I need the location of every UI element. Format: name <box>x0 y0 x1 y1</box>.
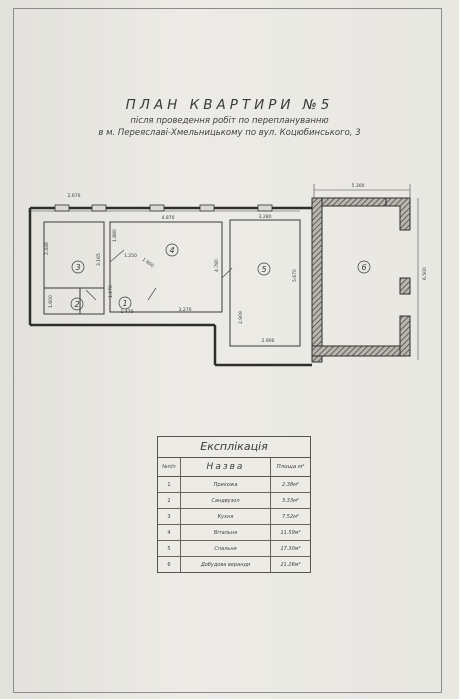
room-number-5: 5 <box>261 265 266 274</box>
window-2 <box>91 204 107 212</box>
dimension-labels: 5.300 2.670 4.870 3.280 2.446 1.880 3.16… <box>44 183 428 344</box>
row-name: Кухня <box>181 509 271 524</box>
dim-label: 1.600 <box>48 295 54 308</box>
room-number-1: 1 <box>122 299 127 308</box>
explication-header-row: №п/п Назва Площа м² <box>158 458 310 477</box>
row-name: Добудова веранди <box>181 557 271 572</box>
row-area: 11.59м² <box>280 529 301 536</box>
table-row: 5 Спальня 17.30м² <box>158 541 310 557</box>
window-4 <box>199 204 215 212</box>
row-num: 6 <box>158 557 181 572</box>
table-row: 1 Прихожа 2.38м² <box>158 477 310 493</box>
row-name: Вітальня <box>181 525 271 540</box>
header-area: Площа м² <box>276 464 305 470</box>
dim-label: 4.870 <box>162 215 175 221</box>
row-area: 21.26м² <box>280 561 301 568</box>
header-num: №п/п <box>158 458 181 476</box>
room-number-6: 6 <box>361 263 366 272</box>
dim-label: 5.670 <box>292 269 298 282</box>
dim-label: 1.470 <box>121 309 134 315</box>
row-num: 5 <box>158 541 181 556</box>
window-1 <box>54 204 70 212</box>
row-num: 2 <box>158 493 181 508</box>
veranda-walls <box>311 197 411 363</box>
row-num: 1 <box>158 477 181 492</box>
table-row: 2 Сандвузол 3.33м² <box>158 493 310 509</box>
room-number-3: 3 <box>75 263 80 272</box>
floor-plan: 3 2 1 4 5 6 5.300 2.670 4.870 3.280 2.44… <box>28 183 428 367</box>
header-name: Назва <box>181 458 271 476</box>
explication-title: Експлікація <box>158 437 310 458</box>
dim-label: 2.446 <box>44 242 50 255</box>
row-name: Спальня <box>181 541 271 556</box>
row-name: Сандвузол <box>181 493 271 508</box>
dim-label: 4.780 <box>214 259 220 272</box>
dim-label: 1.250 <box>124 253 137 259</box>
dim-label: 2.909 <box>238 311 244 324</box>
plan-title: ПЛАН КВАРТИРИ №5 <box>125 97 334 113</box>
table-row: 3 Кухня 7.52м² <box>158 509 310 525</box>
dim-label: 6.500 <box>422 267 428 280</box>
dim-label: 3.165 <box>96 253 102 266</box>
explication-table: Експлікація №п/п Назва Площа м² 1 Прихож… <box>157 436 311 573</box>
row-num: 4 <box>158 525 181 540</box>
window-5 <box>257 204 273 212</box>
row-area: 7.52м² <box>282 513 299 520</box>
row-num: 3 <box>158 509 181 524</box>
table-row: 6 Добудова веранди 21.26м² <box>158 557 310 572</box>
table-row: 4 Вітальня 11.59м² <box>158 525 310 541</box>
dim-label: 3.270 <box>179 307 192 313</box>
dim-label: 3.280 <box>259 214 272 220</box>
dim-label: 1.270 <box>108 285 114 298</box>
dim-label: 2.900 <box>262 338 275 344</box>
row-area: 17.30м² <box>280 545 301 552</box>
room-number-4: 4 <box>169 246 174 255</box>
row-area: 2.38м² <box>282 481 299 488</box>
drawing-frame <box>13 8 442 693</box>
dim-label: 1.880 <box>112 229 118 242</box>
room-number-2: 2 <box>74 300 79 309</box>
plan-subtitle-line2: в м. Переяславі-Хмельницькому по вул. Ко… <box>98 128 361 138</box>
row-area: 3.33м² <box>282 497 299 504</box>
dim-label: 2.670 <box>68 193 81 199</box>
dim-label: 5.300 <box>352 183 365 189</box>
plan-subtitle-line1: після проведення робіт по переплануванню <box>130 116 329 126</box>
row-name: Прихожа <box>181 477 271 492</box>
window-3 <box>149 204 165 212</box>
dim-label: 1.900 <box>141 257 155 269</box>
